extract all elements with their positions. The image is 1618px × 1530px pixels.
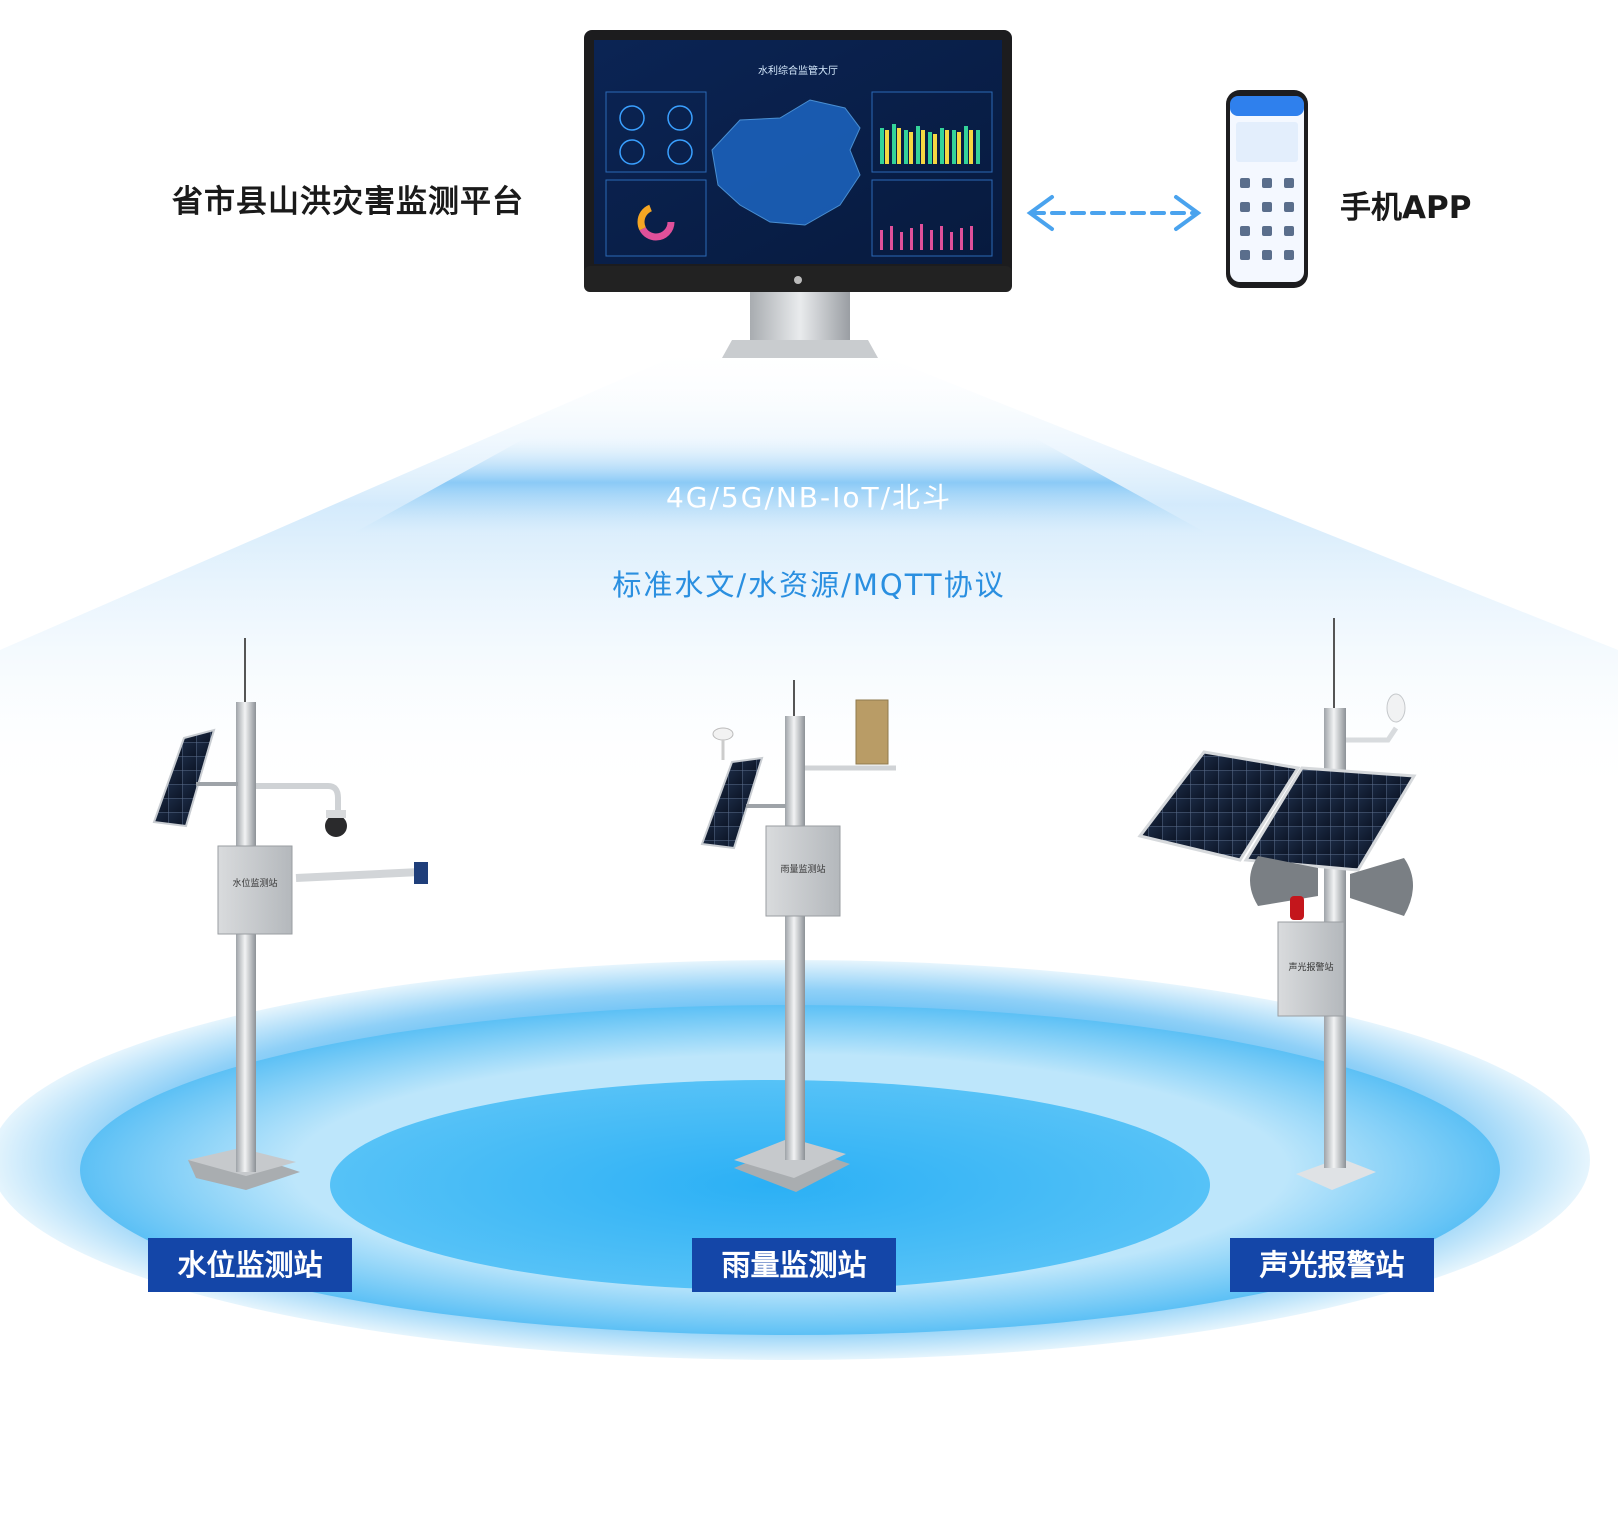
solar-panel-icon — [1137, 750, 1301, 862]
solar-panel-icon — [152, 728, 216, 828]
water-level-station: 水位监测站 — [152, 638, 428, 1190]
control-box-label: 声光报警站 — [1288, 961, 1333, 973]
dial-icon — [619, 105, 645, 131]
dashboard-panel-right-top — [871, 91, 993, 173]
sync-arrow-icon — [1026, 195, 1202, 231]
network-label: 4G/5G/NB-IoT/北斗 — [665, 481, 953, 514]
control-box — [1277, 921, 1345, 1017]
dashboard-panel-left-bottom — [605, 179, 707, 257]
solar-panel-icon — [1243, 766, 1417, 872]
sensor-dome-icon — [1386, 693, 1406, 723]
monitor-stand-base — [722, 340, 878, 358]
protocol-label: 标准水文/水资源/MQTT协议 — [612, 568, 1006, 602]
control-box-label: 水位监测站 — [232, 877, 277, 889]
water-level-station-tag: 水位监测站 — [148, 1238, 352, 1292]
solar-panel-icon — [700, 756, 764, 850]
control-box — [217, 845, 293, 935]
radar-sensor-icon — [414, 862, 428, 884]
rainfall-station-tag: 雨量监测站 — [692, 1238, 896, 1292]
platform-label: 省市县山洪灾害监测平台 — [172, 184, 524, 220]
gps-antenna-icon — [712, 727, 734, 741]
alarm-station-tag: 声光报警站 — [1230, 1238, 1434, 1292]
control-box-label: 雨量监测站 — [780, 863, 825, 875]
loudspeaker-icon — [1250, 856, 1318, 906]
china-map-icon — [711, 99, 861, 226]
dashboard-panel-right-bottom — [871, 179, 993, 257]
station-base-plate — [1296, 1158, 1376, 1190]
bar-chart-icon — [880, 124, 980, 164]
signal-beam — [0, 345, 1618, 800]
dial-icon — [667, 105, 693, 131]
warning-light-icon — [1290, 896, 1304, 920]
station-pole — [785, 716, 805, 1160]
bar-chart-icon — [880, 224, 973, 250]
dashboard-panel-left-top — [605, 91, 707, 173]
monitor-stand-neck — [750, 290, 850, 342]
station-pole — [236, 702, 256, 1172]
app-grid-icon — [1240, 178, 1294, 260]
phone-header — [1230, 96, 1304, 116]
dial-icon — [619, 139, 645, 165]
sensor-arm — [295, 868, 421, 882]
rainfall-station: 雨量监测站 — [700, 680, 896, 1192]
rain-gauge-icon — [855, 699, 889, 765]
signal-band — [350, 430, 1210, 535]
dashboard-title: 水利综合监管大厅 — [758, 64, 838, 77]
coverage-ring-inner — [330, 1080, 1210, 1290]
smartphone — [1226, 90, 1308, 288]
camera-mount — [326, 810, 346, 818]
bar-chart-icon — [885, 128, 973, 164]
control-box — [765, 825, 841, 917]
donut-chart-icon — [637, 203, 675, 241]
monitor: 水利综合监管大厅 — [584, 30, 1012, 358]
mobile-app-label: 手机APP — [1340, 190, 1472, 226]
apple-logo-icon — [794, 276, 802, 284]
loudspeaker-icon — [1350, 858, 1413, 916]
alarm-station: 声光报警站 — [1137, 618, 1417, 1190]
camera-icon — [325, 815, 347, 837]
sensor-arm — [1346, 726, 1399, 743]
dial-icon — [667, 139, 693, 165]
camera-arm — [256, 783, 341, 814]
phone-banner — [1236, 122, 1298, 162]
donut-chart-icon — [637, 203, 675, 241]
